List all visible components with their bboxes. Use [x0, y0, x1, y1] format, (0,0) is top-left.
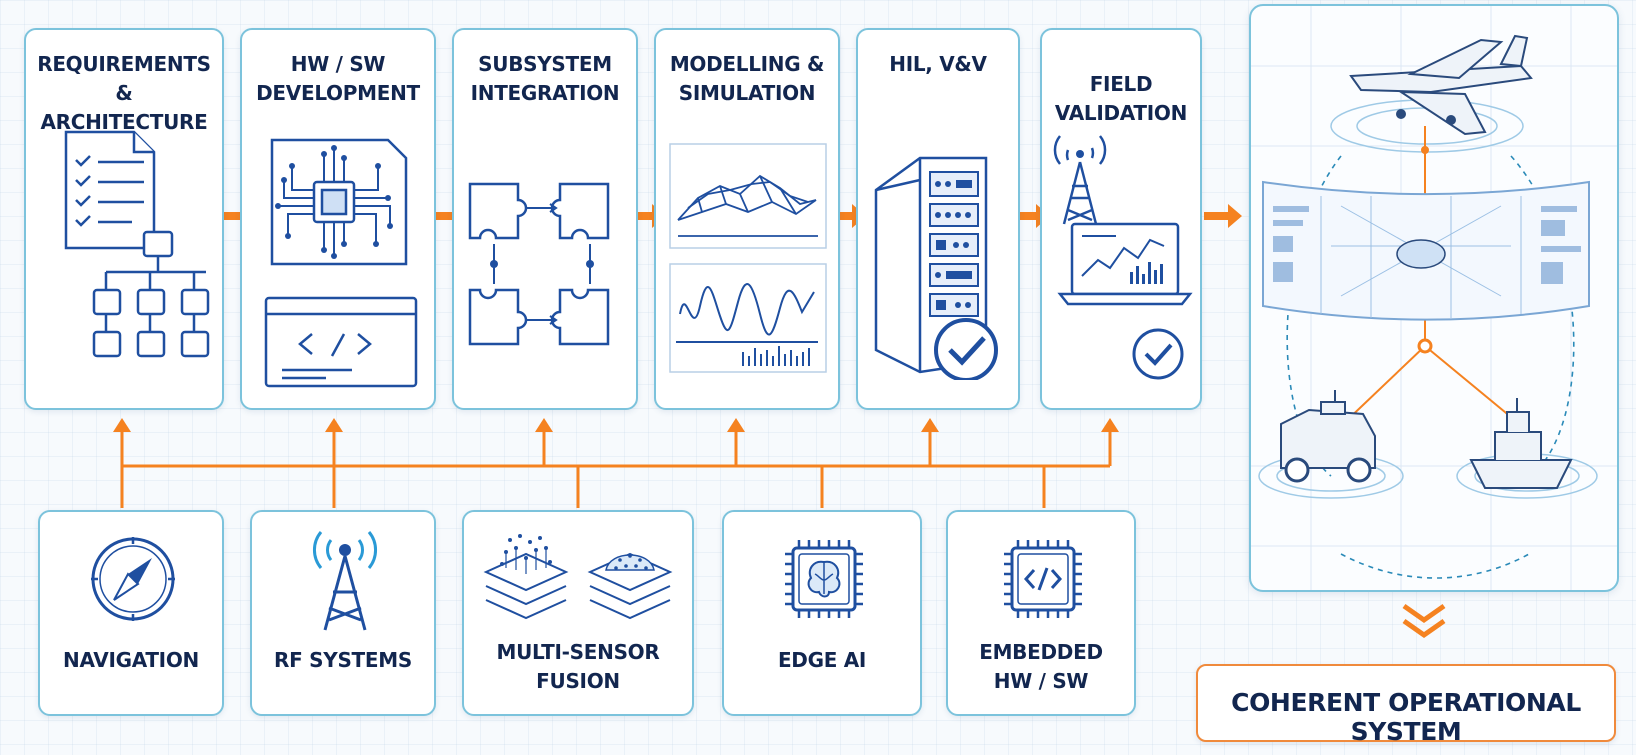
drone-icon [1349, 34, 1533, 136]
stage-card-field-validation: FIELD VALIDATION [1040, 28, 1202, 410]
stage-title: FIELD VALIDATION [1054, 72, 1188, 125]
stage-card-modelling-simulation: MODELLING & SIMULATION [654, 28, 840, 410]
capability-card-edge-ai: EDGE AI [722, 510, 922, 716]
capability-title: RF SYSTEMS [274, 648, 412, 672]
stage-title: HIL, V&V [889, 52, 987, 76]
server-rack-icon [874, 156, 998, 380]
puzzle-pieces-icon [468, 182, 610, 346]
stage-title: REQUIREMENTS & ARCHITECTURE [37, 52, 211, 134]
outcome-label: COHERENT OPERATIONAL SYSTEM [1231, 688, 1581, 746]
capability-card-embedded-hwsw: EMBEDDED HW / SW [946, 510, 1136, 716]
requirements-document-icon [64, 130, 210, 358]
field-antenna-laptop-icon [1053, 135, 1193, 380]
operational-scene-illustration [1251, 6, 1617, 590]
sensor-layers-icon [483, 534, 673, 620]
capability-card-navigation: NAVIGATION [38, 510, 224, 716]
capability-title: MULTI-SENSOR FUSION [496, 640, 660, 693]
compass-icon [91, 537, 175, 621]
stage-title: SUBSYSTEM INTEGRATION [470, 52, 620, 105]
rf-tower-icon [313, 531, 377, 631]
operational-system-panel [1249, 4, 1619, 592]
armored-vehicle-icon [1280, 390, 1376, 469]
stage-card-hwsw-development: HW / SW DEVELOPMENT [240, 28, 436, 410]
simulation-graphs-icon [669, 143, 827, 373]
stage-card-hil-vv: HIL, V&V [856, 28, 1020, 410]
stage-title: HW / SW DEVELOPMENT [256, 52, 420, 105]
embedded-chip-code-icon [1004, 540, 1082, 618]
stage-card-subsystem-integration: SUBSYSTEM INTEGRATION [452, 28, 638, 410]
circuit-board-icon [264, 138, 418, 388]
capability-card-rf-systems: RF SYSTEMS [250, 510, 436, 716]
capability-title: EMBEDDED HW / SW [979, 640, 1103, 693]
stage-title: MODELLING & SIMULATION [669, 52, 825, 105]
naval-ship-icon [1469, 398, 1573, 489]
capability-title: NAVIGATION [63, 648, 199, 672]
capability-title: EDGE AI [777, 648, 867, 672]
ai-chip-brain-icon [785, 540, 863, 618]
outcome-banner: COHERENT OPERATIONAL SYSTEM [1196, 664, 1616, 746]
stage-card-requirements: REQUIREMENTS & ARCHITECTURE [24, 28, 224, 410]
capability-card-multi-sensor-fusion: MULTI-SENSOR FUSION [462, 510, 694, 716]
